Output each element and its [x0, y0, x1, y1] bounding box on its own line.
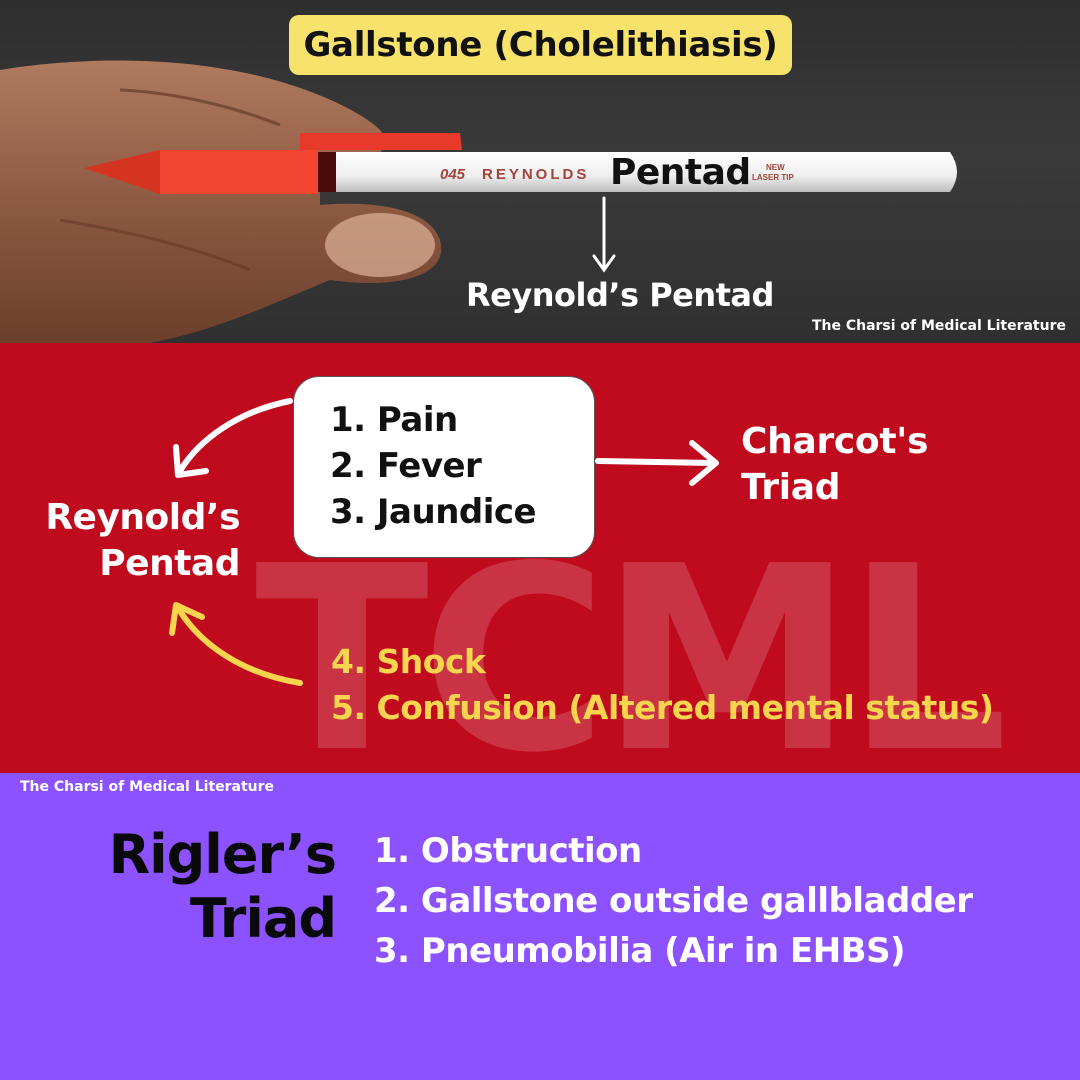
arrows-layer — [169, 398, 719, 686]
list-item: 4. Shock — [331, 642, 486, 681]
curved-arrow-yellow-icon — [169, 602, 303, 686]
pen-number-text: 045 — [440, 166, 466, 183]
charcot-triad-label: Charcot's Triad — [741, 419, 928, 511]
watermark-bottom: The Charsi of Medical Literature — [20, 779, 275, 795]
down-arrow-icon — [592, 196, 616, 273]
photo-section: 045 REYNOLDS NEW LASER TIP Gallstone (Ch… — [0, 0, 1080, 343]
list-item: 3. Pneumobilia (Air in EHBS) — [374, 931, 906, 971]
pentad-label: Pentad — [610, 152, 751, 193]
rigler-triad-title: Rigler’s Triad — [60, 823, 337, 951]
reynolds-extra-list: 4. Shock 5. Confusion (Altered mental st… — [331, 639, 994, 731]
charcot-label-line2: Triad — [741, 467, 841, 508]
reynolds-pentad-caption: Reynold’s Pentad — [466, 276, 774, 314]
curved-arrow-white-icon — [173, 398, 293, 478]
charcot-label-line1: Charcot's — [741, 421, 929, 462]
charcot-reynolds-section: TCML 1. Pain 2. Fever 3. Jaundice Charco… — [0, 343, 1080, 773]
rigler-title-line2: Triad — [189, 887, 337, 950]
watermark-top: The Charsi of Medical Literature — [811, 318, 1066, 334]
list-item: 1. Pain — [330, 400, 458, 440]
pen-barrel — [330, 152, 957, 192]
list-item: 2. Gallstone outside gallbladder — [374, 881, 973, 921]
reynolds-label-line1: Reynold’s — [45, 497, 240, 538]
pen-brand-text: REYNOLDS — [482, 166, 589, 183]
pen-band — [316, 152, 336, 192]
pen-tip-text-2: LASER TIP — [752, 173, 794, 182]
tcml-watermark-logo: TCML — [255, 512, 1008, 773]
charcot-triad-box: 1. Pain 2. Fever 3. Jaundice — [293, 376, 595, 558]
list-item: 2. Fever — [330, 446, 482, 486]
page-title: Gallstone (Cholelithiasis) — [289, 15, 792, 75]
pen-tip-text-1: NEW — [766, 163, 785, 172]
list-item: 5. Confusion (Altered mental status) — [331, 688, 994, 727]
right-arrow-icon — [595, 440, 719, 486]
reynolds-pentad-label: Reynold’s Pentad — [40, 495, 240, 587]
rigler-title-line1: Rigler’s — [108, 823, 337, 886]
list-item: 3. Jaundice — [330, 492, 537, 532]
list-item: 1. Obstruction — [374, 831, 642, 871]
rigler-section: The Charsi of Medical Literature Rigler’… — [0, 773, 1080, 1080]
reynolds-label-line2: Pentad — [99, 543, 240, 584]
hand-holding-pen-photo: 045 REYNOLDS NEW LASER TIP — [0, 60, 957, 343]
rigler-triad-list: 1. Obstruction 2. Gallstone outside gall… — [374, 826, 973, 976]
